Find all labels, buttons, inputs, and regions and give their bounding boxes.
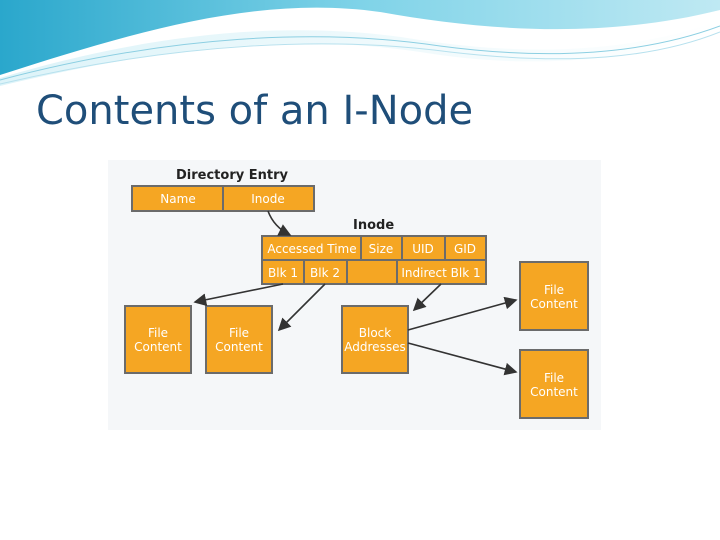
directory-entry-inode: Inode [251,192,285,206]
arrow-addresses-to-content4 [407,342,518,376]
file-content-4-line2: Content [530,385,578,399]
block-addresses-line2: Addresses [344,340,405,354]
file-content-1-line2: Content [134,340,182,354]
file-content-3-line1: File [544,283,564,297]
file-content-box-1 [124,305,192,374]
file-content-1-line1: File [148,326,168,340]
inode-blk1: Blk 1 [268,266,298,280]
block-addresses-box [341,305,409,374]
file-content-box-3 [519,261,589,331]
inode-gid: GID [454,242,476,256]
slide-title: Contents of an I-Node [36,88,474,134]
header-wave-decoration [0,0,720,86]
directory-entry-name: Name [160,192,195,206]
inode-accessed-time: Accessed Time [267,242,356,256]
file-content-2-line1: File [229,326,249,340]
arrow-addresses-to-content3 [407,296,518,331]
arrow-indirect-to-addresses [412,283,442,312]
arrow-blk1-to-content1 [193,283,284,307]
inode-blk2: Blk 2 [310,266,340,280]
file-content-2-line2: Content [215,340,263,354]
directory-entry-heading: Directory Entry [176,168,288,183]
file-content-4-line1: File [544,371,564,385]
inode-indirect-blk1: Indirect Blk 1 [401,266,480,280]
file-content-box-4 [519,349,589,419]
file-content-3-line2: Content [530,297,578,311]
inode-heading: Inode [353,218,394,233]
arrow-blk2-to-content2 [277,283,326,332]
block-addresses-line1: Block [359,326,392,340]
inode-uid: UID [412,242,434,256]
file-content-box-2 [205,305,273,374]
inode-size: Size [369,242,394,256]
arrow-dir-to-inode [267,210,292,236]
